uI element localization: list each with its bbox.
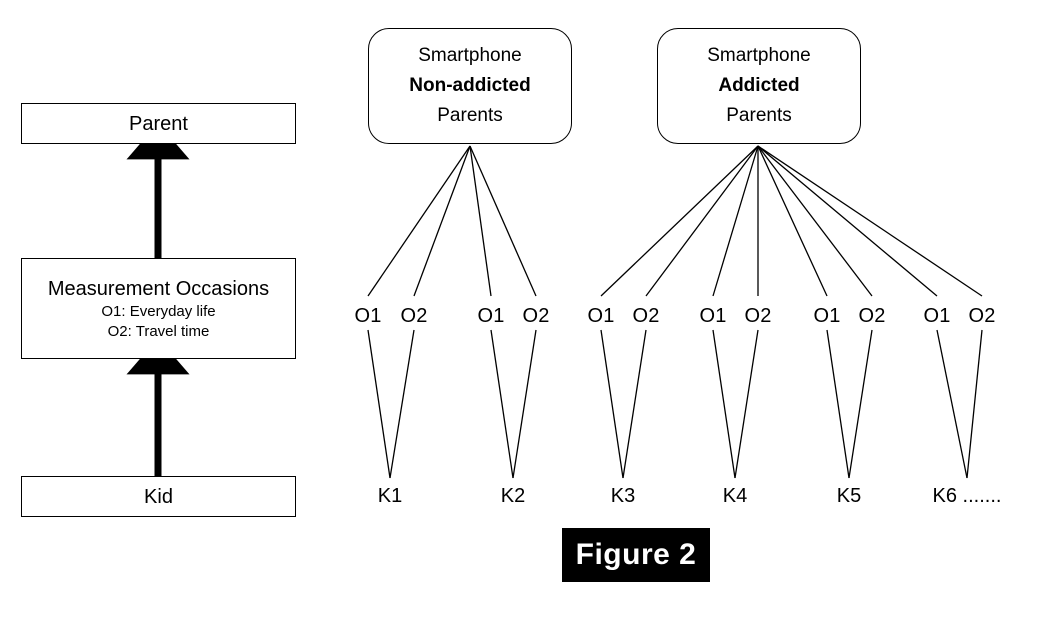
group-non-addicted-line-3: Parents [437,105,503,126]
kid-label-k6: K6 ....... [932,485,1002,507]
edge-addicted-to-k6-o2 [757,145,983,297]
edge-o2-to-k5 [848,329,873,479]
edge-o2-to-k4 [734,329,759,479]
edge-addicted-to-k5-o2 [757,145,873,297]
group-addicted-line-1: Smartphone [707,45,811,66]
occasion-label-k2-o1: O1 [477,305,505,327]
edge-non-addicted-to-k1-o2 [413,145,471,297]
occasion-kid-edge-group [367,329,983,479]
edge-o1-to-k3 [600,329,624,479]
edge-non-addicted-to-k1-o1 [367,145,471,297]
legend-box-parent: Parent [21,103,296,144]
kid-label-k5: K5 [836,485,862,507]
edge-o2-to-k1 [389,329,415,479]
kid-label-k2: K2 [500,485,526,507]
group-addicted-line-2: Addicted [718,75,800,96]
group-fan-edge-group [367,145,983,297]
occasion-label-k6-o2: O2 [968,305,996,327]
edge-o1-to-k4 [712,329,736,479]
kid-label-k4: K4 [722,485,748,507]
group-non-addicted-line-1: Smartphone [418,45,522,66]
edge-o2-to-k2 [512,329,537,479]
edge-addicted-to-k4-o1 [712,145,759,297]
edge-non-addicted-to-k2-o2 [469,145,537,297]
legend-occasion-o2: O2: Travel time [107,322,210,340]
kid-label-k3: K3 [610,485,636,507]
edge-o2-to-k6 [966,329,983,479]
legend-box-measurement-occasions: Measurement Occasions O1: Everyday life … [21,258,296,359]
occasion-label-k1-o2: O2 [400,305,428,327]
edge-addicted-to-k5-o1 [757,145,828,297]
legend-box-measurement-occasions-title: Measurement Occasions [47,277,270,300]
edge-addicted-to-k3-o1 [600,145,759,297]
legend-occasion-o1: O1: Everyday life [101,302,216,320]
occasion-label-k3-o2: O2 [632,305,660,327]
kid-label-k1: K1 [377,485,403,507]
edge-o1-to-k6 [936,329,968,479]
occasion-label-k5-o1: O1 [813,305,841,327]
figure-caption: Figure 2 [562,528,710,582]
legend-box-kid-title: Kid [144,485,173,508]
edge-o1-to-k1 [367,329,391,479]
group-box-non-addicted: Smartphone Non-addicted Parents [368,28,572,144]
edge-non-addicted-to-k2-o1 [469,145,492,297]
legend-box-kid: Kid [21,476,296,517]
edge-o2-to-k3 [622,329,647,479]
edge-o1-to-k5 [826,329,850,479]
group-non-addicted-line-2: Non-addicted [409,75,531,96]
edge-o1-to-k2 [490,329,514,479]
occasion-label-k6-o1: O1 [923,305,951,327]
occasion-label-k4-o2: O2 [744,305,772,327]
legend-box-parent-title: Parent [129,112,188,135]
occasion-label-k3-o1: O1 [587,305,615,327]
group-box-addicted: Smartphone Addicted Parents [657,28,861,144]
occasion-label-k2-o2: O2 [522,305,550,327]
edge-addicted-to-k6-o1 [757,145,938,297]
occasion-label-k4-o1: O1 [699,305,727,327]
edge-addicted-to-k3-o2 [645,145,759,297]
group-addicted-line-3: Parents [726,105,792,126]
occasion-label-k1-o1: O1 [354,305,382,327]
occasion-label-k5-o2: O2 [858,305,886,327]
